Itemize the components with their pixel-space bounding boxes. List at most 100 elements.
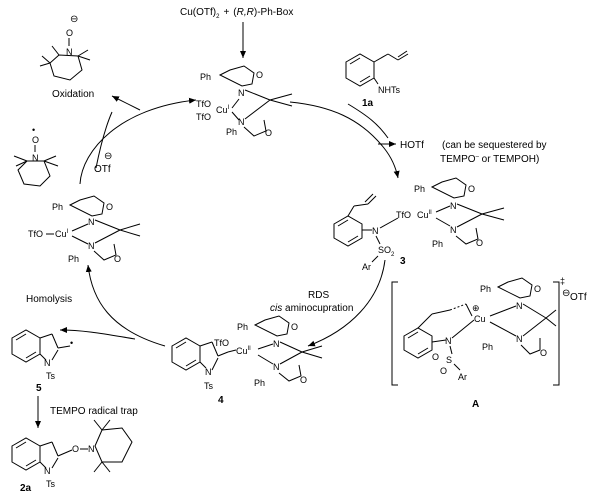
ph-label: Ph [482,342,493,352]
radical-5: N • Ts 5 [11,329,73,394]
oxazoline-n: N [516,301,523,311]
ar-label: Ar [458,372,467,382]
oxazoline-n: N [450,201,457,211]
so2-group: SO2 [378,245,395,258]
indoline-n: N [44,358,51,368]
oxazoline-n: N [88,217,95,227]
tfo-label: TfO [214,338,229,348]
minus-sign: ⊖ [70,14,78,25]
reagents-line: Cu(OTf)2+(R,R)-Ph-Box [180,7,293,20]
ether-o: O [72,444,79,454]
ph-label: Ph [52,202,63,212]
oxazoline-o: O [468,184,475,194]
nhts-group: NHTs [378,85,400,95]
plus-charge: ⊕ [472,303,480,313]
oxidation-label: Oxidation [52,89,94,100]
tfo-label: TfO [28,229,43,239]
sequester-note-2: TEMPO– or TEMPOH) [440,154,539,165]
substrate-entry-arc [347,103,389,139]
cu2-complex-3: Ph O N TfO CuII N O Ph N SO2 Ar 3 [333,177,505,272]
tempo-anion: ⊖ O N [39,14,91,81]
label-A: A [472,399,479,410]
ts-label: Ts [46,371,56,381]
otf-counterion: OTf [94,164,111,175]
ligand-stereo: R,R [237,7,254,18]
oxazoline-o: O [106,202,113,212]
rds-label: RDS [308,290,329,301]
hotf-label: HOTf [400,140,424,151]
ph-label: Ph [226,127,237,137]
ligand-open: ( [233,7,237,18]
cycle-arrow-3 [85,264,166,347]
substrate-1a: NHTs 1a [345,50,409,109]
ph-label: Ph [432,239,443,249]
oxazoline-o: O [291,322,298,332]
sequester-note: (can be sequestered by [442,140,547,151]
oxazoline-o: O [256,70,263,80]
indoline-n: N [44,466,51,476]
radical-dot: • [70,338,73,348]
oxazoline-n: N [273,362,280,372]
aminocupration-label: cis aminocupration [270,303,353,314]
cycle-arrow-4 [79,97,197,185]
oxazoline-n: N [516,334,523,344]
transition-state-A: ‡ ⊖ OTf Ph O N Cu ⊕ N O Ph N S O O Ar [391,276,587,410]
left-bracket [391,281,398,386]
right-bracket [553,281,560,386]
otf-minus-sign: ⊖ [104,151,112,162]
homolysis-arrow [59,327,136,340]
homolysis-label: Homolysis [26,294,72,305]
oxygen: O [66,28,73,38]
oxazoline-o: O [540,348,547,358]
oxazoline-o: O [300,375,307,385]
sulfonyl-o: O [432,352,439,362]
ph-label: Ph [254,378,265,388]
product-2a: N O N Ts 2a [11,419,133,494]
cycle-arrow-1 [289,101,400,179]
cu-label: CuII [236,346,251,356]
label-3: 3 [400,256,406,267]
oxazoline-o: O [534,284,541,294]
tempo-radical: • O N [13,125,59,187]
tfo-label: TfO [196,112,211,122]
cu-label: Cu [474,314,486,324]
oxazoline-o: O [265,128,272,138]
tempo-entry-arc [95,111,113,169]
sulfur: S [446,355,452,365]
cu-label: CuII [417,210,432,220]
cycle-arrow-2 [307,259,386,347]
oxazoline-n: N [88,241,95,251]
cu1-box-complex-left: Ph O N TfO CuI N O Ph [28,195,141,264]
piperidine-n: N [88,444,95,454]
sulfonyl-o: O [440,366,447,376]
ph-label: Ph [480,284,491,294]
label-2a: 2a [20,483,32,494]
ph-label: Ph [68,254,79,264]
oxazoline-n: N [273,339,280,349]
label-5: 5 [36,383,42,394]
cu-label: CuI [216,105,230,115]
tempo-anion-arrow [111,95,141,111]
ar-label: Ar [362,262,371,272]
tfo-label: TfO [396,210,411,220]
cu1-box-complex-top: Ph O N TfO TfO CuI N O Ph [196,65,293,138]
dagger-sign: ‡ [560,276,565,286]
cu2-alkyl-complex-4: Ph O N TfO CuII N O Ph N Ts 4 [171,315,323,406]
oxazoline-n: N [238,88,245,98]
radical-trap-label: TEMPO radical trap [50,406,138,417]
ph-label: Ph [237,322,248,332]
oxazoline-n: N [450,225,457,235]
sulfonamide-n: N [372,226,379,236]
catalyst-source: Cu(OTf) [180,7,216,18]
oxazoline-o: O [114,254,121,264]
ph-label: Ph [200,72,211,82]
oxazoline-n: N [238,117,245,127]
label-4: 4 [218,395,224,406]
oxygen: O [32,135,39,145]
catalyst-source-subscript: 2 [216,14,220,20]
nitrogen: N [32,153,39,163]
otf-minus-sign: ⊖ [562,288,570,299]
oxazoline-o: O [476,238,483,248]
sulfonamide-n: N [445,336,452,346]
